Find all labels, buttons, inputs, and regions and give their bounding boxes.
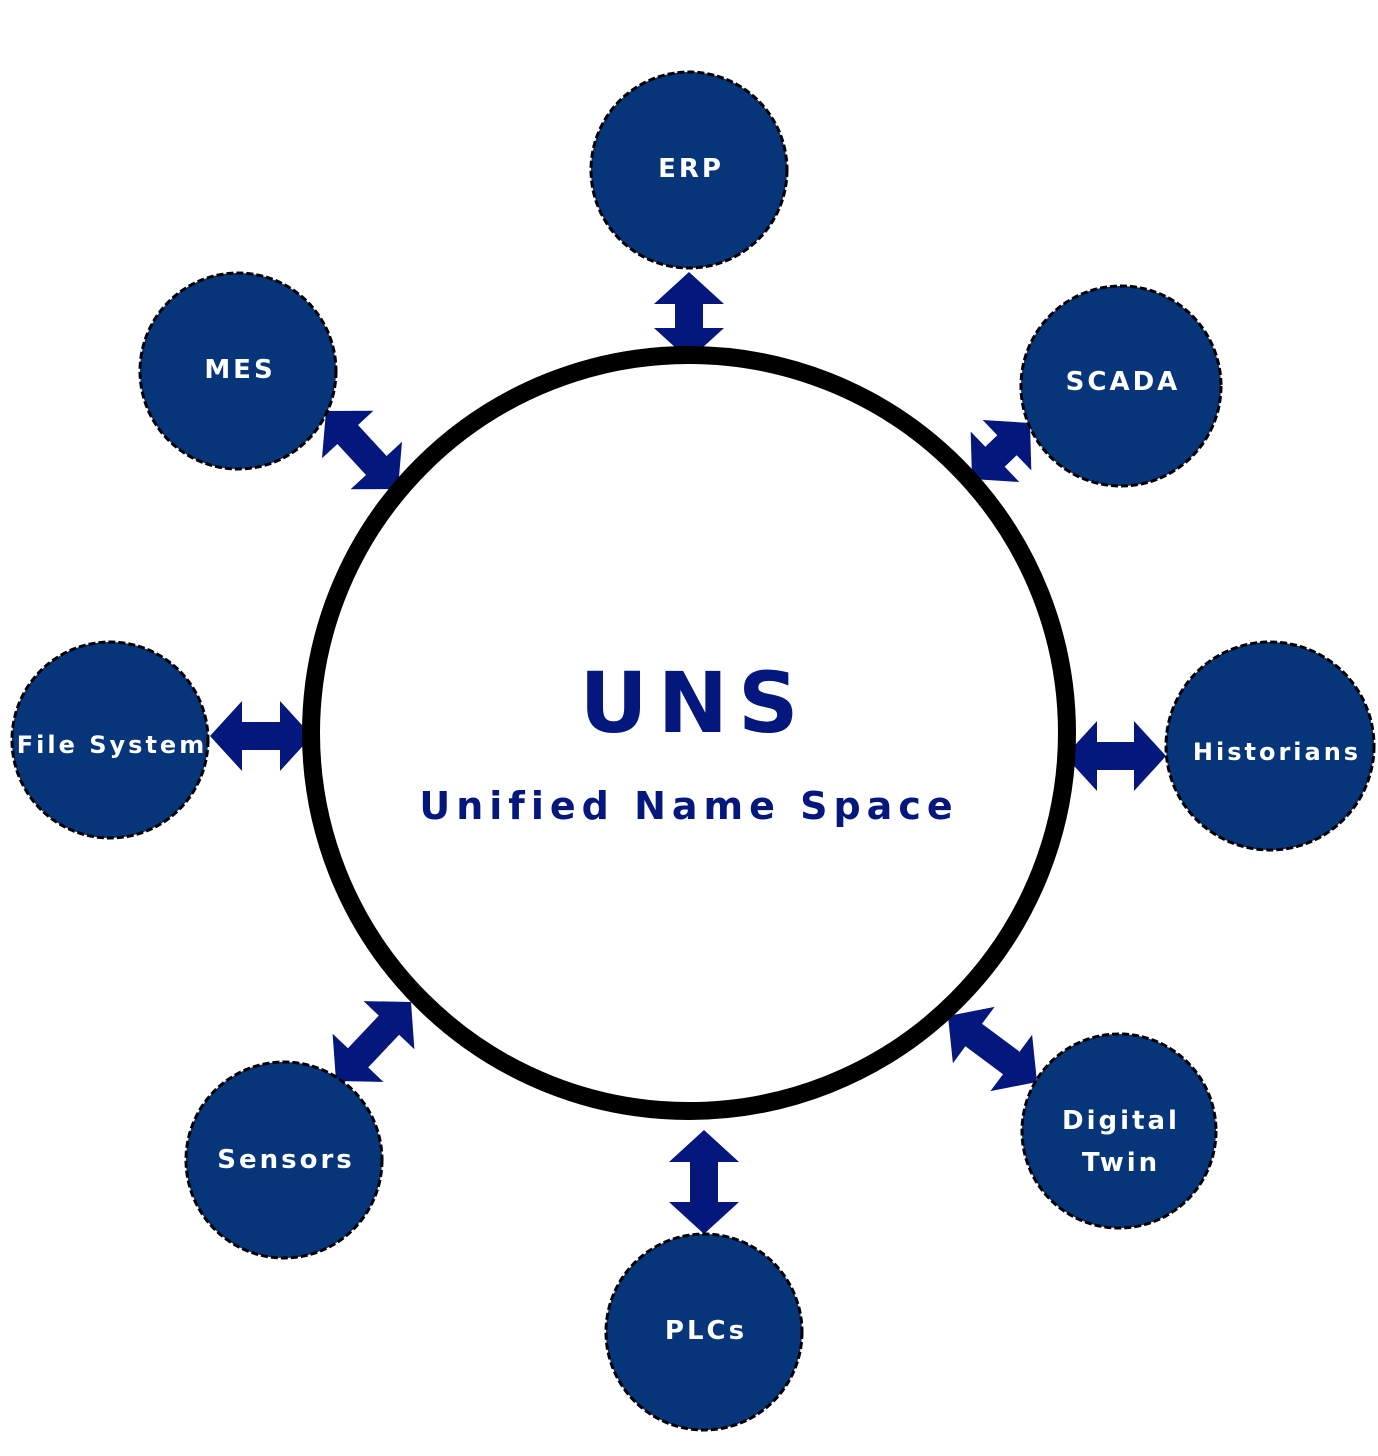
node-label-line-1: Digital bbox=[1062, 1106, 1180, 1136]
hub-title: UNS bbox=[579, 654, 808, 752]
node-label: Historians bbox=[1193, 738, 1361, 766]
connector-arrows bbox=[210, 272, 1166, 1234]
connector-arrow-mes bbox=[322, 410, 402, 490]
node-file-system: File System bbox=[10, 640, 210, 840]
connector-arrow-sensors bbox=[332, 1001, 415, 1082]
node-sensors: Sensors bbox=[184, 1060, 384, 1260]
connector-arrow-scada bbox=[970, 420, 1032, 482]
node-historians: Historians bbox=[1164, 640, 1376, 852]
hub-subtitle: Unified Name Space bbox=[419, 784, 958, 828]
node-digital-twin: Digital Twin bbox=[1020, 1032, 1218, 1230]
connector-arrow-digital-twin bbox=[948, 1006, 1037, 1092]
node-label: File System bbox=[17, 731, 207, 759]
node-erp: ERP bbox=[589, 70, 789, 270]
connector-arrow-historians bbox=[1065, 721, 1166, 791]
node-label: MES bbox=[204, 355, 275, 385]
connector-arrow-plcs bbox=[669, 1130, 739, 1234]
node-plcs: PLCs bbox=[604, 1232, 804, 1432]
node-label: ERP bbox=[658, 154, 724, 184]
connector-arrow-erp bbox=[654, 272, 724, 360]
node-label: PLCs bbox=[665, 1316, 747, 1346]
connector-arrow-file-system bbox=[210, 701, 312, 771]
uns-hub-circle bbox=[302, 346, 1076, 1120]
node-mes: MES bbox=[138, 271, 338, 471]
node-label: SCADA bbox=[1066, 367, 1181, 397]
node-scada: SCADA bbox=[1019, 284, 1223, 488]
node-label: Sensors bbox=[217, 1145, 355, 1175]
node-label-line-2: Twin bbox=[1082, 1148, 1160, 1178]
uns-hub: UNS Unified Name Space bbox=[302, 346, 1076, 1120]
